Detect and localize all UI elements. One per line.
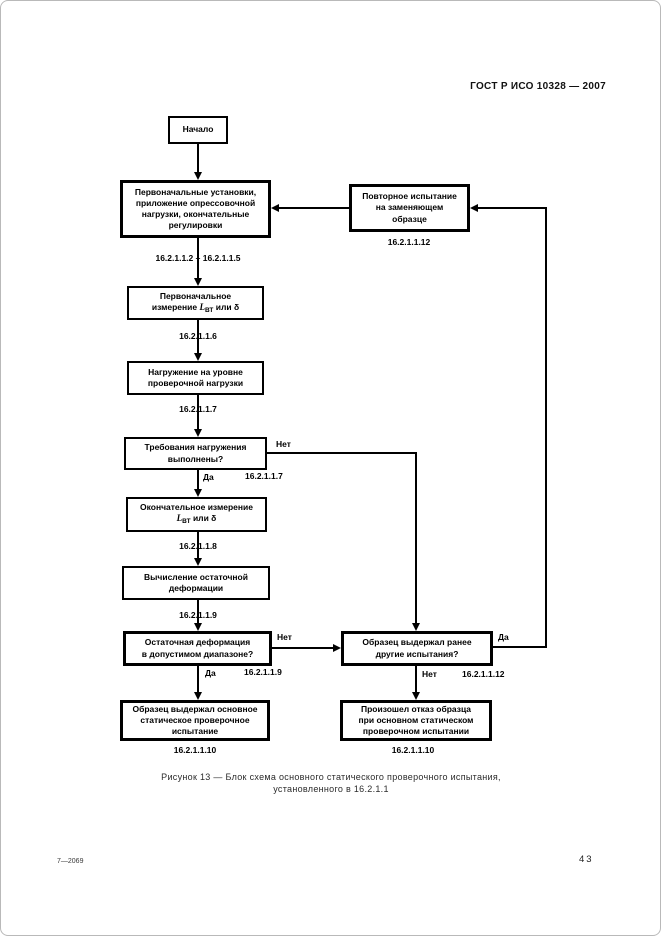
start-node: Начало [168, 116, 228, 144]
final-measurement-line2: LВТ или δ [176, 513, 217, 526]
page-header: ГОСТ Р ИСО 10328 — 2007 [470, 81, 606, 92]
ref-residual-decision: 16.2.1.1.9 [244, 667, 282, 677]
residual-deformation-decision: Остаточная деформация в допустимом диапа… [123, 631, 272, 666]
footer-imprint: 7—2069 [57, 858, 84, 865]
length-symbol: L [176, 513, 183, 524]
arrow-down-icon [194, 489, 202, 497]
ref-test-passed: 16.2.1.1.10 [173, 745, 217, 755]
test-failed-node: Произошел отказ образца при основном ста… [340, 700, 492, 741]
flow-line [267, 452, 417, 454]
flow-line [272, 647, 333, 649]
flow-line [197, 531, 199, 559]
initial-measurement-node: Первоначальное измерение LВТ или δ [127, 286, 264, 320]
branch-label-yes: Да [203, 472, 214, 482]
repeat-test-node: Повторное испытание на заменяющем образц… [349, 184, 470, 232]
initial-measurement-line1: Первоначальное [159, 290, 232, 301]
arrow-right-icon [333, 644, 341, 652]
final-measurement-line1: Окончательное измерение [140, 502, 253, 513]
branch-label-no: Нет [276, 439, 291, 449]
flow-line [197, 470, 199, 490]
branch-label-no: Нет [422, 669, 437, 679]
loading-node: Нагружение на уровне проверочной нагрузк… [127, 361, 264, 395]
initial-setup-node: Первоначальные установки, приложение опр… [120, 180, 271, 238]
arrow-down-icon [194, 278, 202, 286]
test-passed-node: Образец выдержал основное статическое пр… [120, 700, 270, 741]
start-label: Начало [182, 124, 214, 135]
arrow-down-icon [194, 558, 202, 566]
arrow-left-icon [470, 204, 478, 212]
flow-line [197, 600, 199, 624]
arrow-down-icon [194, 692, 202, 700]
previous-tests-decision: Образец выдержал ранее другие испытания? [341, 631, 493, 666]
arrow-down-icon [194, 623, 202, 631]
arrow-down-icon [194, 429, 202, 437]
flow-line [197, 144, 199, 173]
flow-line [415, 665, 417, 693]
flow-line [197, 665, 199, 693]
flow-line [415, 452, 417, 624]
branch-label-no: Нет [277, 632, 292, 642]
residual-calc-node: Вычисление остаточной деформации [122, 566, 270, 600]
flow-line [197, 395, 199, 430]
ref-load-requirements: 16.2.1.1.7 [245, 471, 283, 481]
flow-line [278, 207, 349, 209]
length-symbol: L [199, 301, 205, 312]
branch-label-yes: Да [498, 632, 509, 642]
initial-measurement-line2: измерение LВТ или δ [151, 301, 240, 314]
page-number: 43 [579, 854, 594, 865]
arrow-down-icon [412, 623, 420, 631]
ref-previous-tests: 16.2.1.1.12 [462, 669, 505, 679]
figure-caption: Рисунок 13 — Блок схема основного статич… [161, 772, 501, 795]
flow-line [477, 207, 547, 209]
flow-line [197, 237, 199, 279]
flow-line [545, 207, 547, 648]
ref-repeat-test: 16.2.1.1.12 [387, 237, 431, 247]
ref-test-failed: 16.2.1.1.10 [391, 745, 435, 755]
flow-line [197, 320, 199, 354]
arrow-down-icon [412, 692, 420, 700]
flow-line [493, 646, 547, 648]
load-requirements-decision: Требования нагружения выполнены? [124, 437, 267, 470]
final-measurement-node: Окончательное измерение LВТ или δ [126, 497, 267, 532]
branch-label-yes: Да [205, 668, 216, 678]
arrow-down-icon [194, 172, 202, 180]
arrow-left-icon [271, 204, 279, 212]
arrow-down-icon [194, 353, 202, 361]
